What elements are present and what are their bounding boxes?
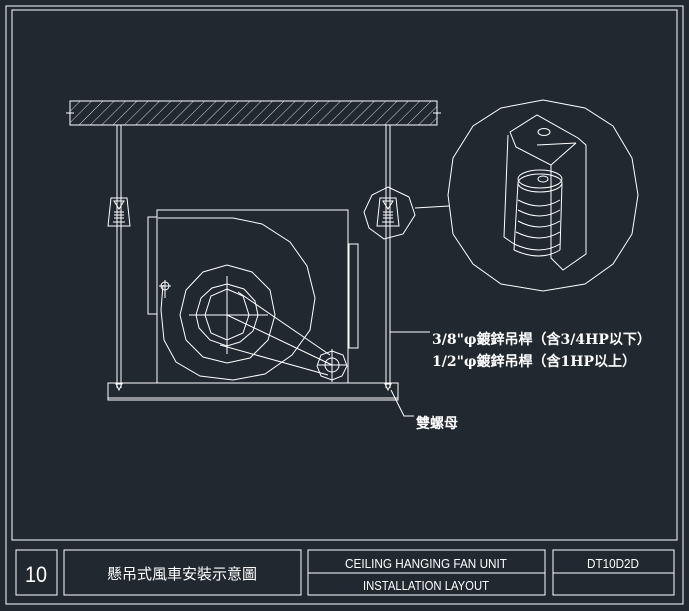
drawing-title-en-1: CEILING HANGING FAN UNIT <box>345 556 507 571</box>
detail-callout-marker <box>363 186 416 240</box>
hanging-rod-left <box>116 125 122 388</box>
drawing-title-zh: 懸吊式風車安裝示意圖 <box>107 565 257 583</box>
title-block <box>15 549 675 596</box>
detail-leader <box>414 205 450 209</box>
fan-unit <box>147 209 359 384</box>
base-frame <box>107 382 399 401</box>
spring-hanger-left <box>107 197 131 227</box>
fan-wheel <box>179 264 276 364</box>
outer-frame <box>5 5 684 605</box>
rod-spec-label-1: 3/8"φ鍍鋅吊桿（含3/4HP以下） <box>432 331 651 348</box>
drawing-frame <box>11 9 678 541</box>
ceiling-slab <box>66 100 441 126</box>
nut-leader <box>390 389 414 417</box>
rod-spec-label-2: 1/2"φ鍍鋅吊桿（含1HP以上） <box>432 353 636 370</box>
fan-scroll <box>158 217 316 381</box>
belt <box>237 291 331 356</box>
spring-hanger-right <box>363 186 450 240</box>
drawing-number: 10 <box>25 562 47 587</box>
hanging-rod-right <box>385 125 391 388</box>
spring-hanger-detail <box>447 99 639 292</box>
drawing-code: DT10D2D <box>587 556 639 571</box>
drawing-title-en-2: INSTALLATION LAYOUT <box>363 578 489 593</box>
double-nut-label: 雙螺母 <box>416 415 458 432</box>
